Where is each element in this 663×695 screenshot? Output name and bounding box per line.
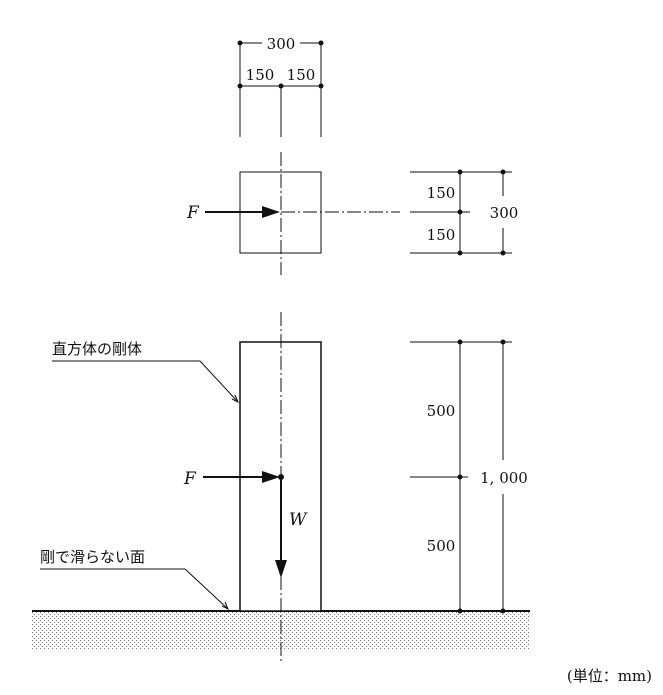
body-leader: 直方体の剛体 [52, 340, 239, 404]
dim-1000: 1, 000 [480, 469, 528, 487]
plan-depth-dimension: 150 150 300 [410, 169, 519, 256]
dim-150-upper: 150 [427, 184, 456, 202]
dim-500-lower: 500 [427, 537, 456, 555]
weight-arrowhead [275, 560, 287, 578]
dim-150-lower: 150 [427, 226, 456, 244]
plan-view: F [186, 152, 400, 275]
dim-300-top: 300 [267, 35, 296, 53]
dim-500-upper: 500 [427, 402, 456, 420]
unit-note: (単位：mm) [567, 667, 652, 685]
height-dimension: 500 500 1, 000 [410, 339, 528, 614]
body-label: 直方体の剛体 [52, 340, 142, 358]
weight-label: W [289, 510, 308, 530]
dim-300-side: 300 [490, 204, 519, 222]
elevation-force-arrowhead [262, 471, 280, 483]
ground-label: 剛で滑らない面 [40, 548, 145, 566]
plan-width-dimension: 300 150 150 [237, 35, 324, 137]
plan-force-arrowhead [262, 206, 280, 218]
dim-150-left: 150 [246, 66, 275, 84]
elevation-force-label: F [183, 469, 197, 489]
plan-force-label: F [186, 203, 200, 223]
dim-150-right: 150 [287, 66, 316, 84]
elevation-view: F W [183, 312, 322, 662]
ground-leader: 剛で滑らない面 [40, 548, 229, 611]
